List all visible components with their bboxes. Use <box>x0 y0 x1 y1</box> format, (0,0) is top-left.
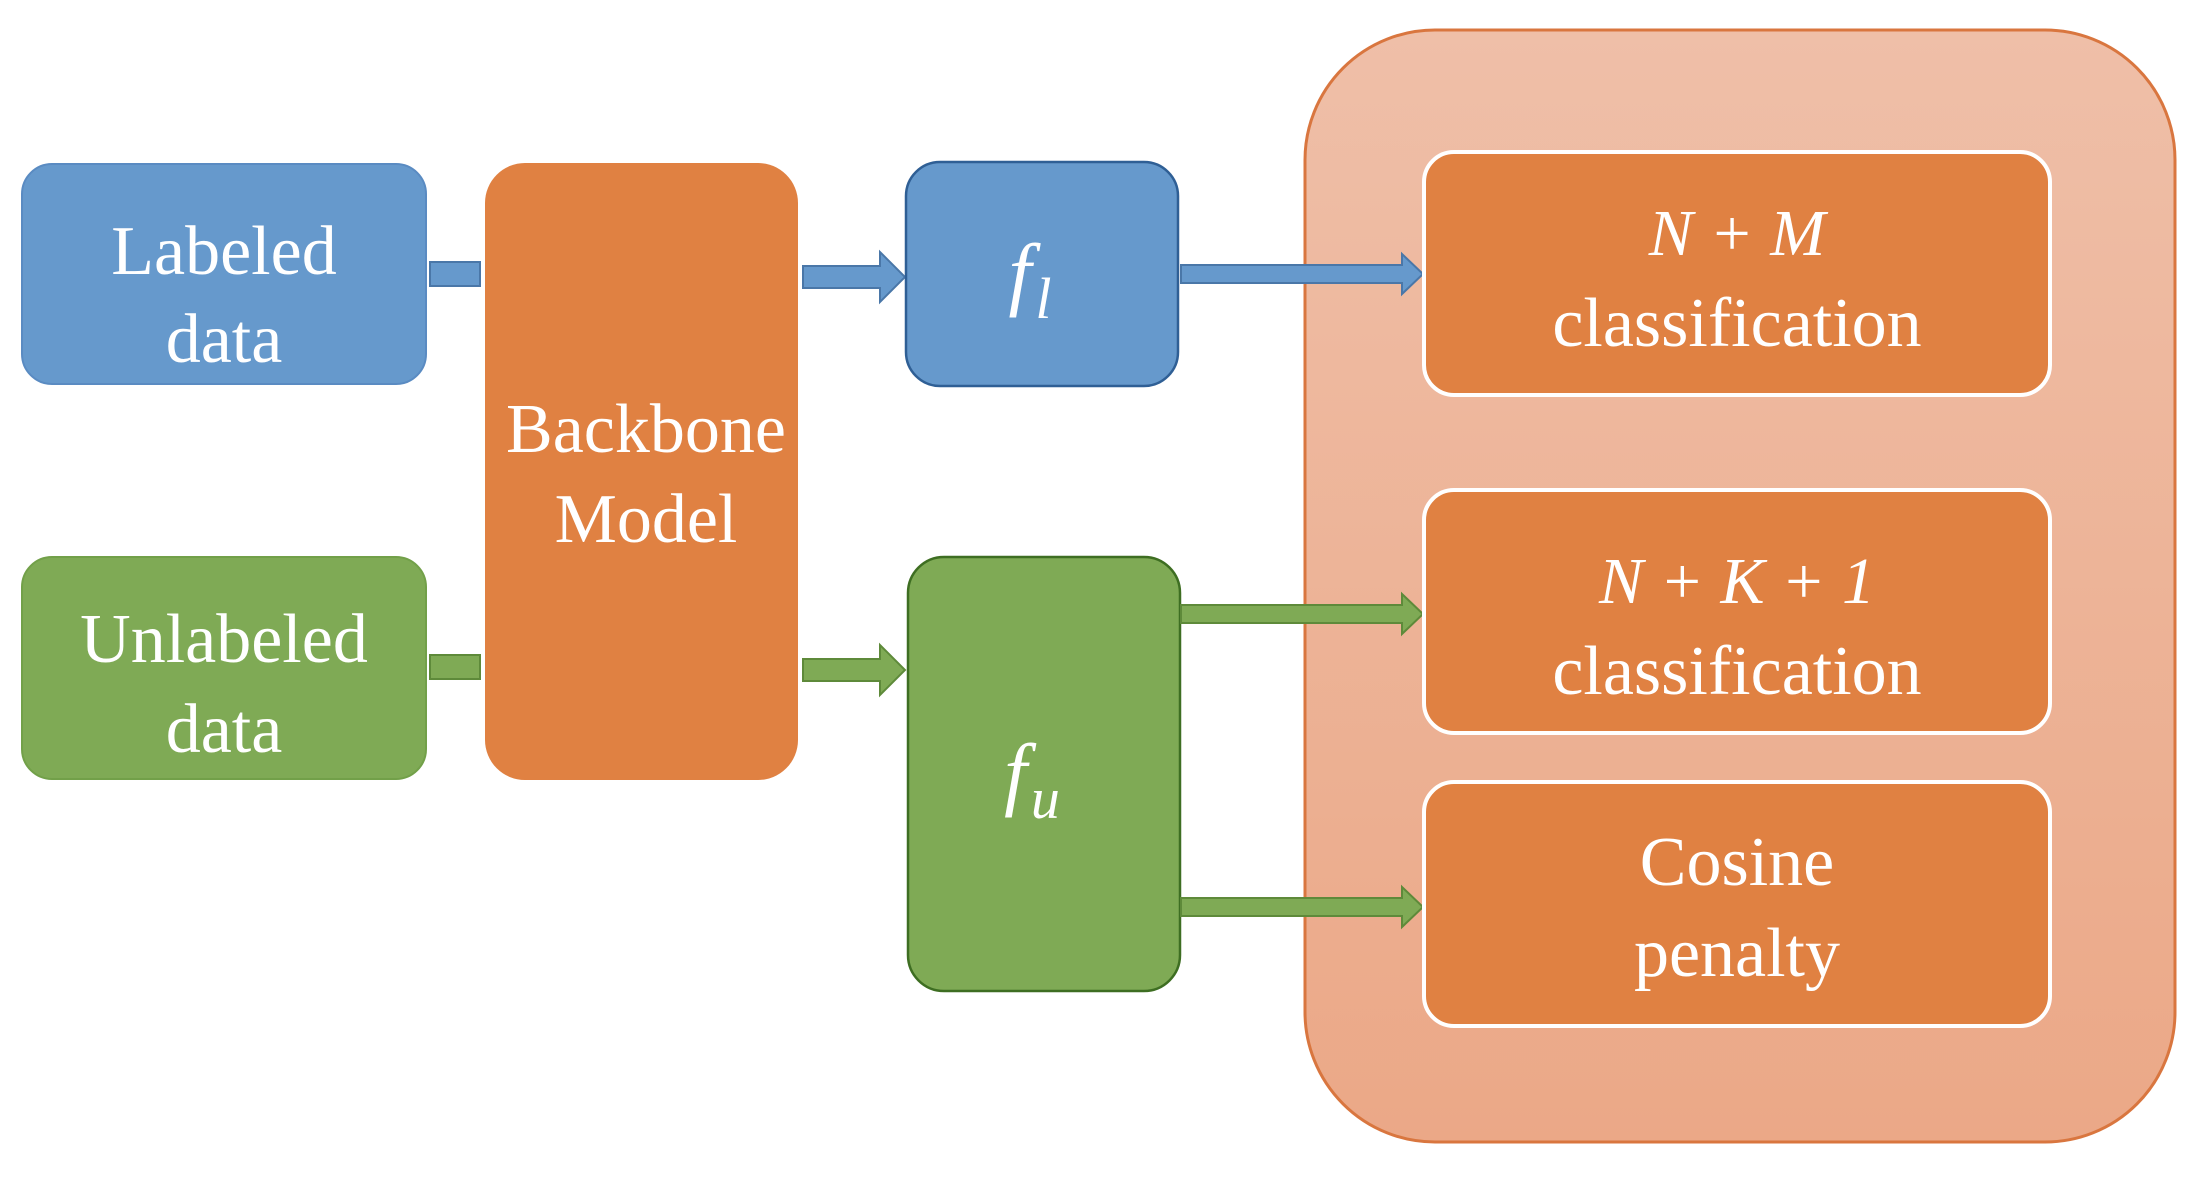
fu-to-cosine-arrow <box>1180 884 1425 930</box>
nk1-classification-box: N + K + 1 classification <box>1422 488 2052 735</box>
feature-fu-box: fu <box>906 555 1182 993</box>
labeled-data-box: Labeled data <box>21 163 427 385</box>
feature-fu-sub: u <box>1031 766 1060 831</box>
nm-formula: N + M <box>1648 197 1830 270</box>
feature-fl-label: fl <box>1009 227 1052 331</box>
labeled-connector <box>429 261 481 287</box>
unlabeled-connector <box>429 654 481 680</box>
nk1-label: classification <box>1552 633 1921 710</box>
unlabeled-data-line2: data <box>166 691 283 768</box>
feature-fl-box: fl <box>904 160 1180 388</box>
cosine-penalty-box: Cosine penalty <box>1422 780 2052 1028</box>
unlabeled-data-line1: Unlabeled <box>80 601 368 678</box>
nk1-formula: N + K + 1 <box>1598 545 1875 618</box>
backbone-model-box: Backbone Model <box>485 163 798 780</box>
cosine-line1: Cosine <box>1640 824 1834 901</box>
labeled-data-line1: Labeled <box>111 213 336 290</box>
backbone-line1: Backbone <box>506 391 786 468</box>
nm-classification-box: N + M classification <box>1422 150 2052 397</box>
labeled-data-line2: data <box>166 301 283 378</box>
cosine-line2: penalty <box>1634 915 1840 992</box>
nm-label: classification <box>1552 285 1921 362</box>
feature-fl-sub: l <box>1035 266 1051 331</box>
backbone-to-fu-arrow <box>802 642 907 698</box>
fu-to-nk1-arrow <box>1180 591 1425 637</box>
backbone-line2: Model <box>555 481 738 558</box>
fl-to-nm-arrow <box>1180 251 1425 297</box>
unlabeled-data-box: Unlabeled data <box>21 556 427 780</box>
backbone-to-fl-arrow <box>802 249 907 305</box>
